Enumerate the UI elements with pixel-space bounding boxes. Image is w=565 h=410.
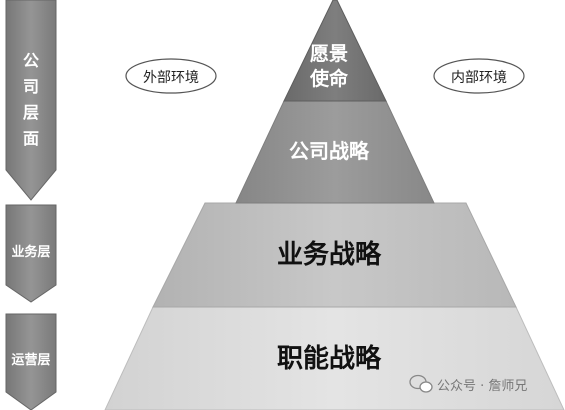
- side-label-company-char: 公: [23, 51, 39, 70]
- side-label-company-char: 面: [23, 129, 39, 148]
- pyramid-label-functional: 职能战略: [277, 343, 382, 374]
- pyramid-label-business: 业务战略: [277, 239, 382, 270]
- oval-internal-label: 内部环境: [451, 70, 507, 86]
- pyramid-layer-apex: [283, 0, 387, 102]
- side-arrow-operations: 运营层: [5, 313, 57, 410]
- pyramid-label-corporate: 公司战略: [289, 139, 370, 163]
- side-label-operations: 运营层: [11, 352, 50, 368]
- watermark: 公众号 · 詹师兄: [409, 374, 527, 394]
- pyramid-label-mission: 使命: [309, 67, 349, 90]
- side-arrow-business: 业务层: [5, 204, 57, 303]
- chat-bubble-icon: [409, 374, 433, 393]
- side-arrow-company: 公 司 层 面: [5, 0, 57, 201]
- side-label-business: 业务层: [11, 244, 50, 260]
- side-label-company-char: 层: [23, 103, 39, 122]
- oval-internal-environment: 内部环境: [433, 58, 525, 94]
- watermark-text: 公众号 · 詹师兄: [437, 379, 527, 394]
- pyramid-label-vision: 愿景: [310, 43, 348, 65]
- oval-external-label: 外部环境: [143, 70, 199, 86]
- oval-external-environment: 外部环境: [125, 58, 217, 94]
- side-label-company-char: 司: [23, 77, 39, 96]
